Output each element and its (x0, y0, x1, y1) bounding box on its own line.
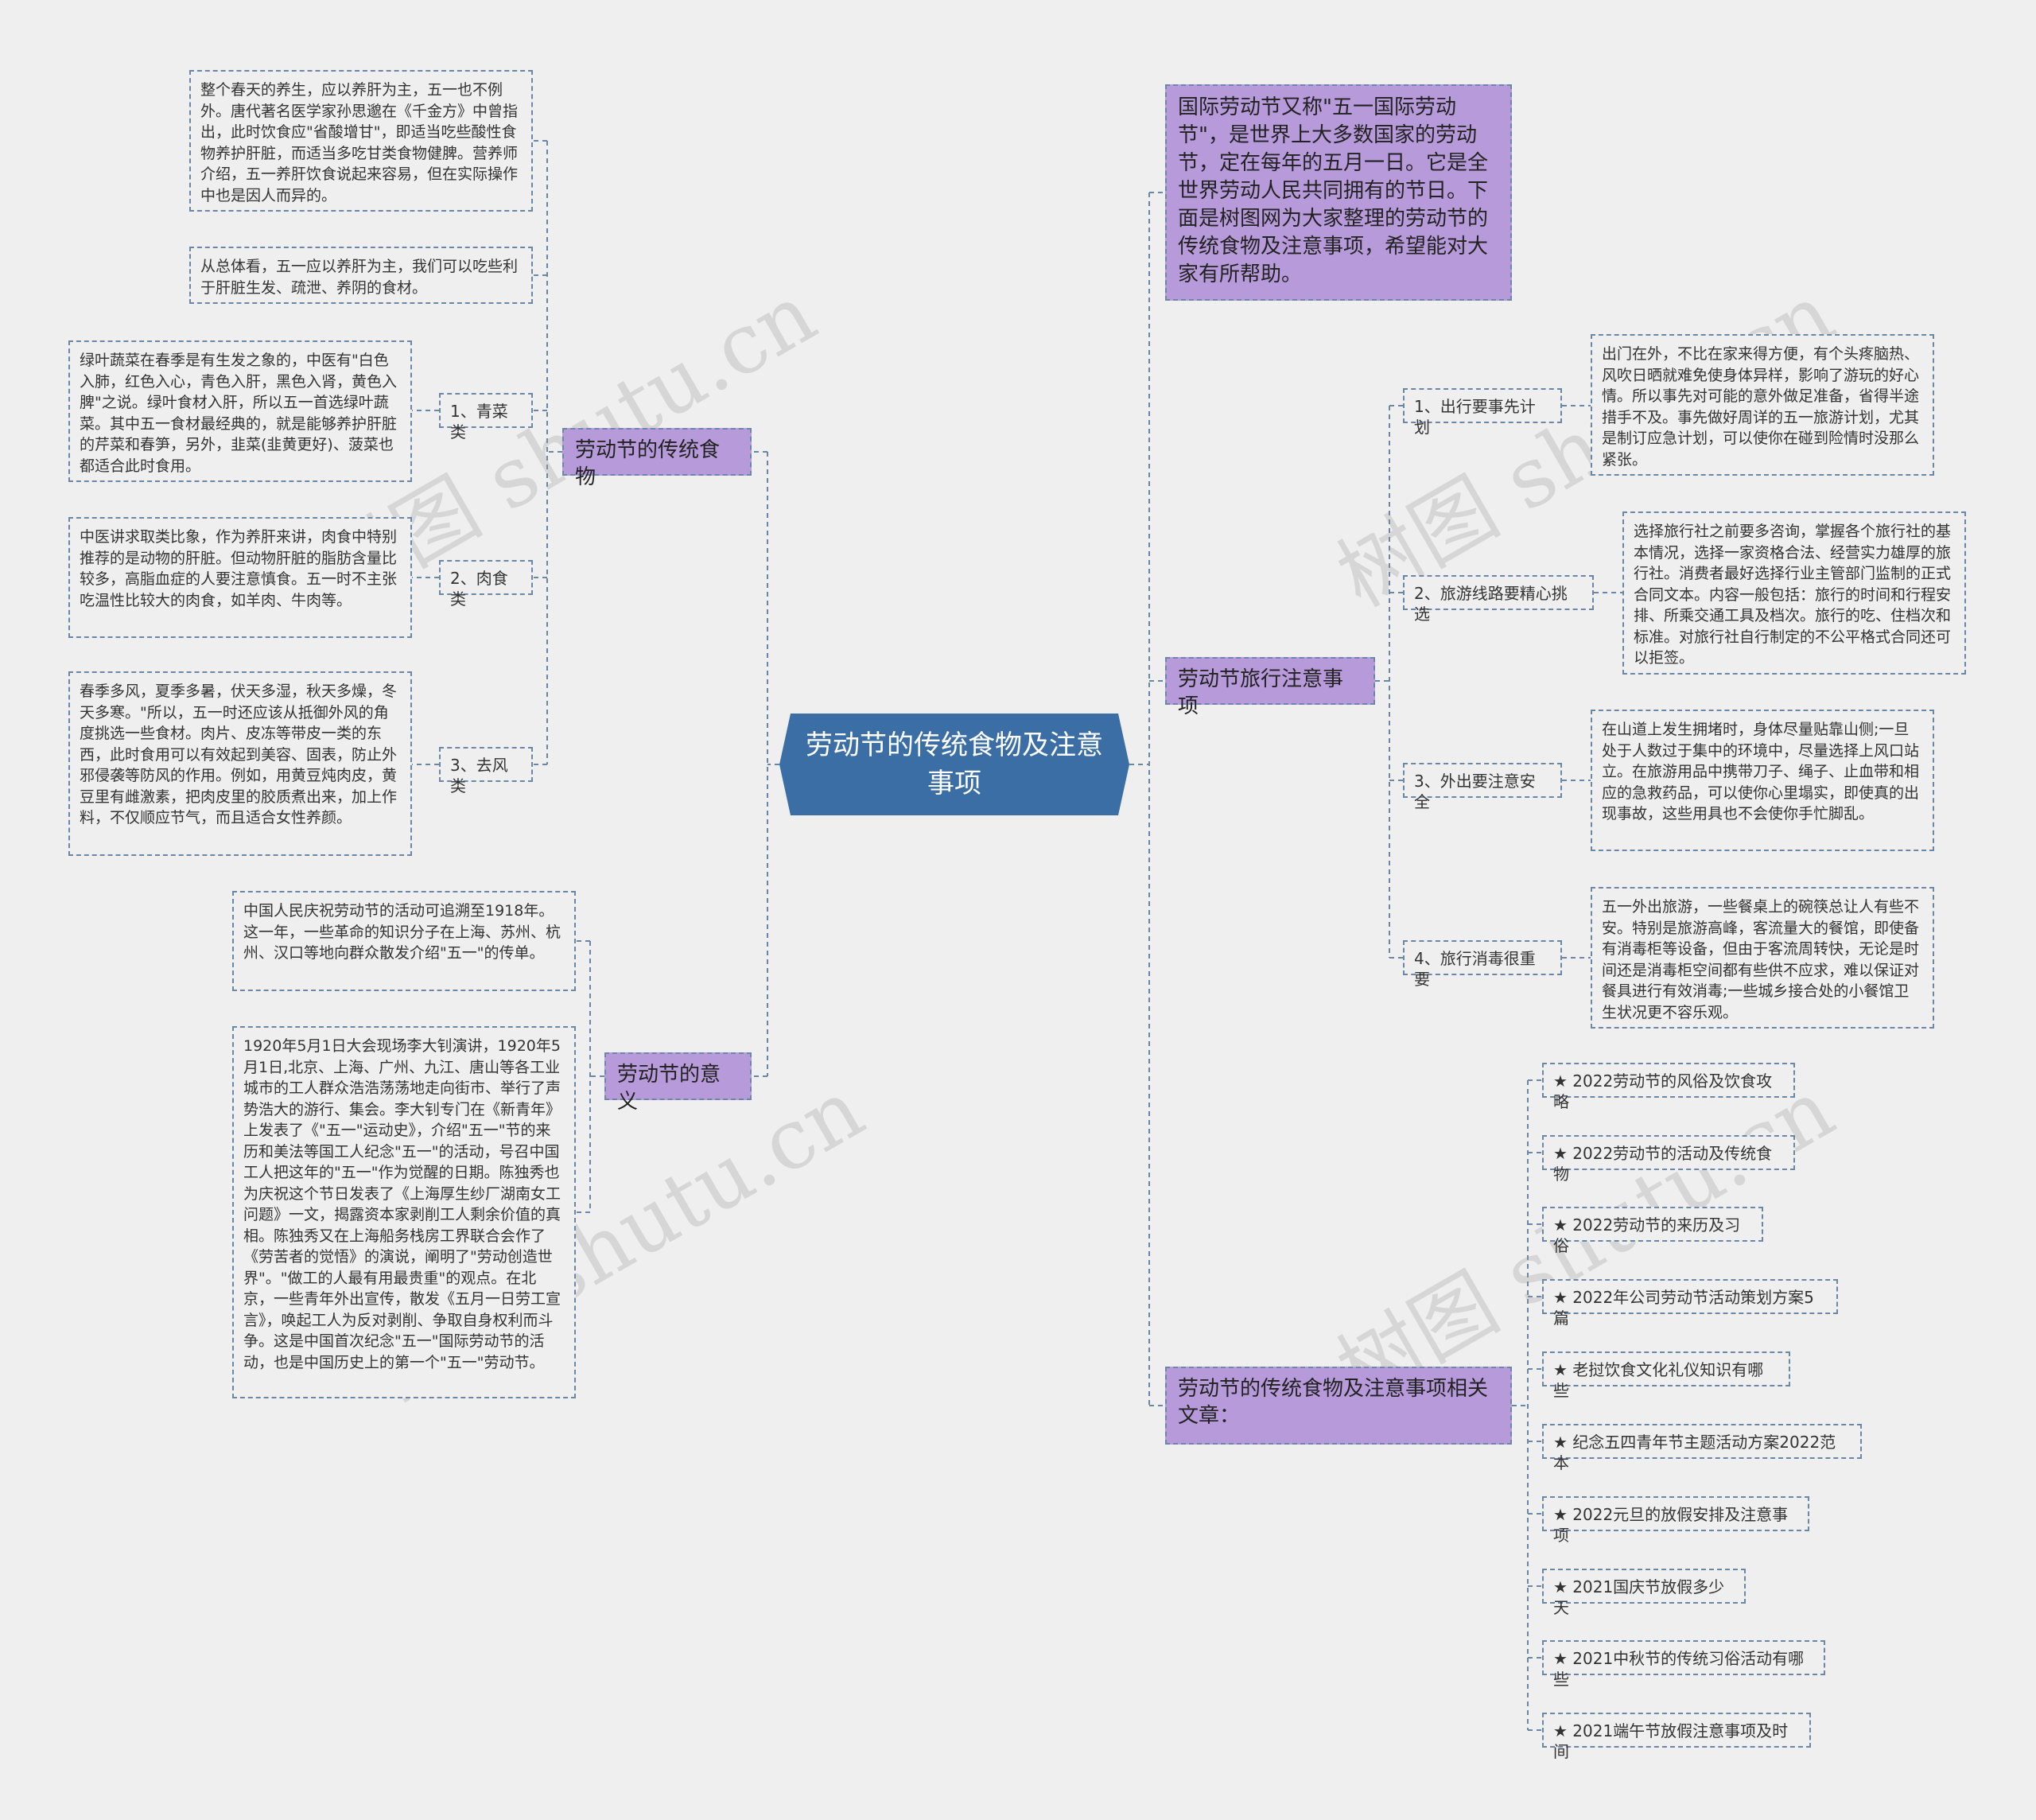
related-article-link[interactable]: ★ 2021端午节放假注意事项及时间 (1542, 1713, 1811, 1761)
food-item-wind[interactable]: 3、去风类 (439, 747, 533, 795)
travel-plan-note: 出门在外，不比在家来得方便，有个头疼脑热、风吹日晒就难免使身体异样，影响了游玩的… (1591, 334, 1934, 476)
travel-item-disinfect[interactable]: 4、旅行消毒很重要 (1403, 940, 1562, 989)
travel-item-safety[interactable]: 3、外出要注意安全 (1403, 763, 1562, 811)
related-article-link[interactable]: ★ 2022元旦的放假安排及注意事项 (1542, 1496, 1809, 1545)
food-wind-note: 春季多风，夏季多暑，伏天多湿，秋天多燥，冬天多寒。"所以，五一时还应该从抵御外风… (68, 671, 412, 856)
related-article-link[interactable]: ★ 老挝饮食文化礼仪知识有哪些 (1542, 1351, 1790, 1400)
travel-item-route[interactable]: 2、旅游线路要精心挑选 (1403, 575, 1594, 624)
related-article-link[interactable]: ★ 纪念五四青年节主题活动方案2022范本 (1542, 1424, 1862, 1472)
travel-disinfect-note: 五一外出旅游，一些餐桌上的碗筷总让人有些不安。特别是旅游高峰，客流量大的餐馆，即… (1591, 887, 1934, 1029)
related-article-link[interactable]: ★ 2021国庆节放假多少天 (1542, 1569, 1746, 1617)
root-topic[interactable]: 劳动节的传统食物及注意事项 (779, 714, 1129, 815)
travel-item-plan[interactable]: 1、出行要事先计划 (1403, 388, 1562, 437)
meaning-1920-note: 1920年5月1日大会现场李大钊演讲，1920年5月1日,北京、上海、广州、九江… (232, 1026, 576, 1398)
root-topic-label: 劳动节的传统食物及注意事项 (806, 729, 1103, 799)
travel-route-note: 选择旅行社之前要多咨询，掌握各个旅行社的基本情况，选择一家资格合法、经营实力雄厚… (1622, 511, 1966, 675)
meaning-history-note: 中国人民庆祝劳动节的活动可追溯至1918年。这一年，一些革命的知识分子在上海、苏… (232, 891, 576, 991)
intro-note: 国际劳动节又称"五一国际劳动节"，是世界上大多数国家的劳动节，定在每年的五月一日… (1165, 84, 1512, 301)
branch-traditional-food[interactable]: 劳动节的传统食物 (562, 428, 752, 489)
food-vegetables-note: 绿叶蔬菜在春季是有生发之象的，中医有"白色入肺，红色入心，青色入肝，黑色入肾，黄… (68, 340, 412, 482)
related-article-link[interactable]: ★ 2022劳动节的风俗及饮食攻略 (1542, 1063, 1795, 1111)
branch-meaning[interactable]: 劳动节的意义 (604, 1052, 752, 1114)
related-article-link[interactable]: ★ 2022年公司劳动节活动策划方案5篇 (1542, 1279, 1838, 1328)
food-item-meat[interactable]: 2、肉食类 (439, 560, 533, 609)
related-article-link[interactable]: ★ 2021中秋节的传统习俗活动有哪些 (1542, 1640, 1825, 1689)
travel-safety-note: 在山道上发生拥堵时，身体尽量贴靠山侧;一旦处于人数过于集中的环境中，尽量选择上风… (1591, 710, 1934, 851)
branch-travel-tips[interactable]: 劳动节旅行注意事项 (1165, 657, 1375, 718)
related-article-link[interactable]: ★ 2022劳动节的来历及习俗 (1542, 1207, 1763, 1255)
related-article-link[interactable]: ★ 2022劳动节的活动及传统食物 (1542, 1135, 1795, 1184)
branch-related-articles[interactable]: 劳动节的传统食物及注意事项相关文章： (1165, 1367, 1512, 1445)
food-intro-note: 整个春天的养生，应以养肝为主，五一也不例外。唐代著名医学家孙思邈在《千金方》中曾… (189, 70, 533, 212)
food-meat-note: 中医讲求取类比象，作为养肝来讲，肉食中特别推荐的是动物的肝脏。但动物肝脏的脂肪含… (68, 517, 412, 638)
food-item-vegetables[interactable]: 1、青菜类 (439, 393, 533, 441)
food-summary-note: 从总体看，五一应以养肝为主，我们可以吃些利于肝脏生发、疏泄、养阴的食材。 (189, 247, 533, 304)
